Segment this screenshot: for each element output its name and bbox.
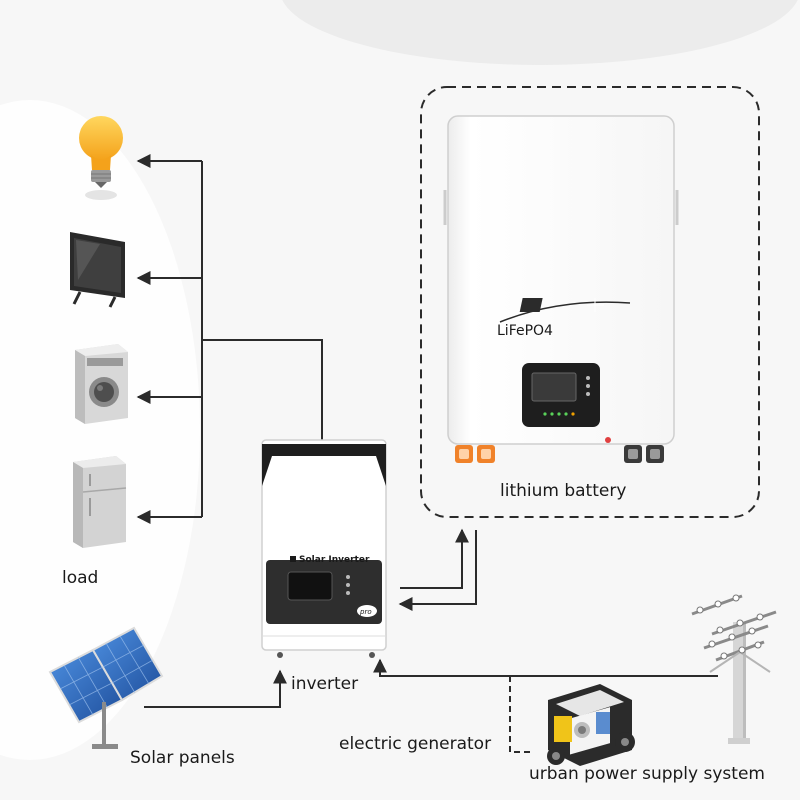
washing-machine-icon xyxy=(75,344,128,424)
battery-model-text: LiFePO4 xyxy=(497,323,553,339)
inverter-unit: Solar Inverter pro xyxy=(261,439,387,658)
negative-terminals xyxy=(624,445,664,463)
urban-power-label: urban power supply system xyxy=(529,764,765,784)
inverter-brand-text: Solar Inverter xyxy=(299,555,370,565)
power-pole-icon xyxy=(691,594,777,744)
battery-logo-panel-icon xyxy=(519,298,604,312)
inverter-screen xyxy=(287,571,333,601)
background-shapes xyxy=(282,0,798,65)
load-label: load xyxy=(62,568,99,588)
battery-unit: LiFePO4 xyxy=(443,115,679,463)
solar-panel-icon xyxy=(48,626,164,749)
inverter-badge-text: pro xyxy=(359,608,372,616)
solar-panels-label: Solar panels xyxy=(130,748,235,768)
battery-logo-swoosh xyxy=(499,301,631,323)
inverter-to-load-line xyxy=(202,339,323,441)
electric-generator-label: electric generator xyxy=(339,734,492,754)
inverter-brand-icon xyxy=(290,556,296,562)
battery-discharge-line xyxy=(398,530,477,611)
lithium-battery-label: lithium battery xyxy=(500,481,627,501)
battery-charge-line xyxy=(400,528,469,589)
solar-to-inverter-line xyxy=(144,669,287,708)
battery-screen xyxy=(531,372,577,402)
positive-terminals xyxy=(455,445,495,463)
refrigerator-icon xyxy=(73,456,127,548)
battery-enclosure xyxy=(420,86,760,518)
connection-lines xyxy=(136,154,718,753)
generator-dashed-line xyxy=(509,676,534,753)
television-icon xyxy=(70,232,125,308)
grid-to-inverter-line xyxy=(373,658,718,677)
light-bulb-icon xyxy=(79,116,123,200)
generator-icon xyxy=(547,684,635,766)
inverter-label: inverter xyxy=(291,674,359,694)
